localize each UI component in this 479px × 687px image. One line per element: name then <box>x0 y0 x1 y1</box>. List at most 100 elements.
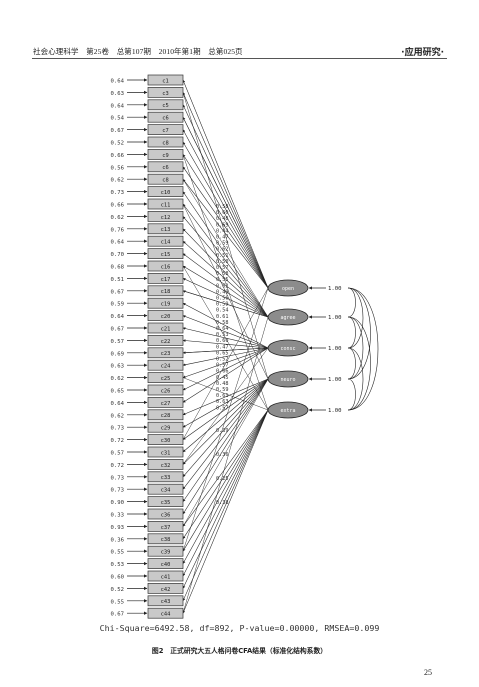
loading-path <box>182 203 269 318</box>
item-box <box>147 570 184 582</box>
factor-label: open <box>282 286 294 292</box>
item-label: c33 <box>161 475 171 481</box>
error-variance-11: 0.66 <box>111 203 124 209</box>
path-coefficient: 0.38 <box>216 500 229 506</box>
item-box <box>147 508 184 520</box>
item-box <box>147 285 184 297</box>
item-box <box>147 521 184 532</box>
error-variance-20: 0.64 <box>111 314 125 320</box>
error-variance-7: 0.66 <box>111 153 124 159</box>
loading-path <box>182 228 269 318</box>
item-label: c30 <box>161 438 171 444</box>
path-coefficient: 0.57 <box>216 405 229 411</box>
loading-path <box>182 378 269 465</box>
observed-items: c1c3c5c6c7c8c9c6c8c10c11c12c13c14c15c16c… <box>147 74 184 619</box>
loading-path <box>182 409 269 577</box>
item-label: c8 <box>162 178 169 184</box>
item-box <box>147 223 184 235</box>
item-label: c15 <box>161 252 171 258</box>
loading-path <box>182 315 269 349</box>
fit-statistics: Chi-Square=6492.58, df=892, P-value=0.00… <box>99 623 380 633</box>
error-variance-26: 0.65 <box>111 389 124 395</box>
item-label: c3 <box>162 91 169 97</box>
factor-variance: 1.00 <box>328 286 341 292</box>
item-label: c12 <box>161 215 171 221</box>
covariance-curve <box>347 287 371 380</box>
item-box <box>147 74 184 86</box>
item-box <box>147 397 184 408</box>
section-label: ·应用研究· <box>401 48 444 58</box>
item-label: c19 <box>161 302 171 308</box>
error-variance-32: 0.72 <box>111 463 124 469</box>
item-box <box>147 322 184 334</box>
loading-path <box>182 278 269 318</box>
loading-path <box>182 92 269 380</box>
loading-path <box>182 203 269 380</box>
loading-path <box>182 378 269 453</box>
error-variance-27: 0.64 <box>111 401 125 407</box>
covariance-curve <box>347 287 379 411</box>
factor-label: consc <box>280 346 295 352</box>
item-box <box>147 273 184 284</box>
loading-path <box>182 409 269 552</box>
path-coefficient: 0.62 <box>216 247 229 253</box>
item-box <box>147 149 184 160</box>
item-box <box>147 533 184 545</box>
latent-factor <box>267 339 309 357</box>
item-box <box>147 459 184 470</box>
path-coefficient: 0.58 <box>216 320 229 326</box>
item-label: c34 <box>161 488 171 494</box>
item-label: c35 <box>161 500 171 506</box>
error-variance-15: 0.70 <box>111 252 124 258</box>
item-label: c43 <box>161 599 171 605</box>
error-variance-41: 0.60 <box>111 575 124 581</box>
covariance-curve <box>347 287 364 349</box>
error-variance-10: 0.73 <box>111 190 124 196</box>
loading-path <box>182 316 269 614</box>
path-coefficient: 0.60 <box>216 210 229 216</box>
item-label: c14 <box>161 240 171 246</box>
path-coefficient: 0.59 <box>216 302 229 308</box>
path-coefficient: 0.57 <box>216 265 229 271</box>
item-label: c21 <box>161 326 171 332</box>
loading-path <box>182 377 269 411</box>
path-coefficient: 0.65 <box>216 350 229 356</box>
loading-path <box>182 117 269 289</box>
loading-path <box>182 104 269 289</box>
item-box <box>147 483 184 495</box>
item-box <box>147 372 184 383</box>
error-variance-24: 0.63 <box>111 364 124 370</box>
error-variance-43: 0.55 <box>111 599 124 605</box>
covariance-curve <box>347 378 356 411</box>
error-variance-33: 0.73 <box>111 475 124 481</box>
path-coefficient: 0.56 <box>216 296 229 302</box>
loading-path <box>182 287 269 440</box>
covariance-curve <box>347 287 356 318</box>
error-variance-1: 0.64 <box>111 79 125 85</box>
loading-path <box>182 378 269 527</box>
covariance-curve <box>347 347 364 411</box>
header-rule <box>32 58 447 59</box>
item-label: c18 <box>161 289 171 295</box>
loading-path <box>182 409 269 602</box>
error-variance-17: 0.51 <box>111 277 124 283</box>
loading-path <box>182 347 269 354</box>
item-label: c38 <box>161 537 171 543</box>
path-coefficient: 0.53 <box>216 332 229 338</box>
factor-label: neuro <box>280 377 295 383</box>
item-box <box>147 595 184 607</box>
error-variance-3: 0.64 <box>111 103 125 109</box>
item-box <box>147 496 184 507</box>
error-variance-36: 0.33 <box>111 513 124 519</box>
item-label: c41 <box>161 574 171 580</box>
figure-caption: 图2 正式研究大五人格问卷CFA结果（标准化结构系数） <box>151 647 328 655</box>
item-box <box>147 335 184 346</box>
item-box <box>147 359 184 371</box>
path-coefficient: 0.48 <box>216 381 229 387</box>
path-coefficient: 0.45 <box>216 375 229 381</box>
item-box <box>147 136 184 148</box>
item-label: c9 <box>162 153 169 159</box>
loading-path <box>182 265 269 411</box>
item-box <box>147 310 184 321</box>
